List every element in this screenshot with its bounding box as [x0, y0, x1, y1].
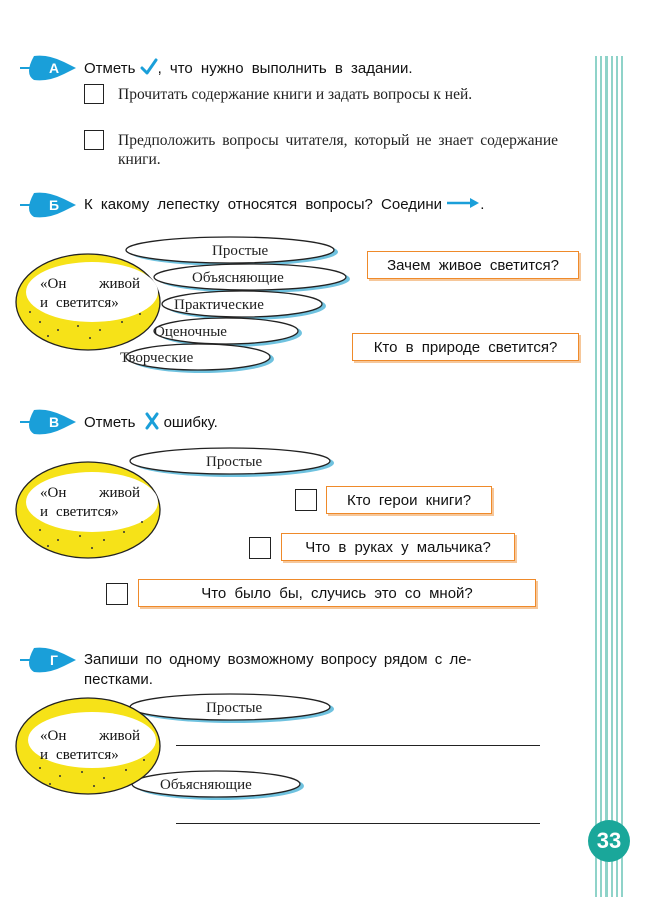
- section-a-instruction: Отметь , что нужно выполнить в задании.: [84, 58, 413, 82]
- option-checkbox-2[interactable]: [84, 130, 104, 150]
- svg-text:Б: Б: [49, 197, 59, 213]
- answer-line-2[interactable]: [176, 823, 540, 824]
- mark-checkbox-v-3[interactable]: [106, 583, 128, 605]
- answer-line-1[interactable]: [176, 745, 540, 746]
- option-text-2: Предположить вопросы читателя, который н…: [118, 132, 558, 168]
- section-marker-g: Г: [20, 646, 76, 674]
- arrow-right-icon: [446, 195, 480, 215]
- petal-label-b-explaining: Объясняющие: [192, 270, 284, 286]
- svg-text:В: В: [49, 414, 59, 430]
- question-box-v-1: Кто герои книги?: [326, 486, 492, 514]
- petal-label-b-evaluative: Оценочные: [154, 324, 227, 340]
- petal-label-b-practical: Практические: [174, 297, 264, 313]
- question-box-b-2[interactable]: Кто в природе светится?: [352, 333, 579, 361]
- question-box-v-2: Что в руках у мальчика?: [281, 533, 515, 561]
- mark-checkbox-v-1[interactable]: [295, 489, 317, 511]
- svg-text:Г: Г: [50, 652, 58, 668]
- petal-label-g-simple: Простые: [206, 700, 263, 716]
- petal-label-b-creative: Творческие: [120, 350, 194, 366]
- section-b-instruction: К какому лепестку относятся вопросы? Сое…: [84, 195, 485, 215]
- check-mark-icon: [140, 58, 158, 82]
- petal-label-b-simple: Простые: [212, 243, 269, 259]
- section-marker-b: Б: [20, 191, 76, 219]
- question-box-v-3: Что было бы, случись это со мной?: [138, 579, 536, 607]
- section-g-instruction: Запиши по одному возможному вопросу рядо…: [84, 651, 472, 688]
- petal-label-g-explaining: Объясняющие: [160, 777, 252, 793]
- mark-checkbox-v-2[interactable]: [249, 537, 271, 559]
- section-marker-v: В: [20, 408, 76, 436]
- cross-mark-icon: [144, 412, 160, 436]
- page-edge-stripes: [595, 56, 623, 897]
- option-checkbox-1[interactable]: [84, 84, 104, 104]
- section-marker-a: А: [20, 54, 76, 82]
- question-box-b-1[interactable]: Зачем живое светится?: [367, 251, 579, 279]
- section-v-instruction: Отметь ошибку.: [84, 412, 218, 436]
- page-number: 33: [588, 820, 630, 862]
- petal-label-v-simple: Простые: [206, 454, 263, 470]
- svg-text:А: А: [49, 60, 59, 76]
- option-text-1: Прочитать содержание книги и задать вопр…: [118, 86, 473, 103]
